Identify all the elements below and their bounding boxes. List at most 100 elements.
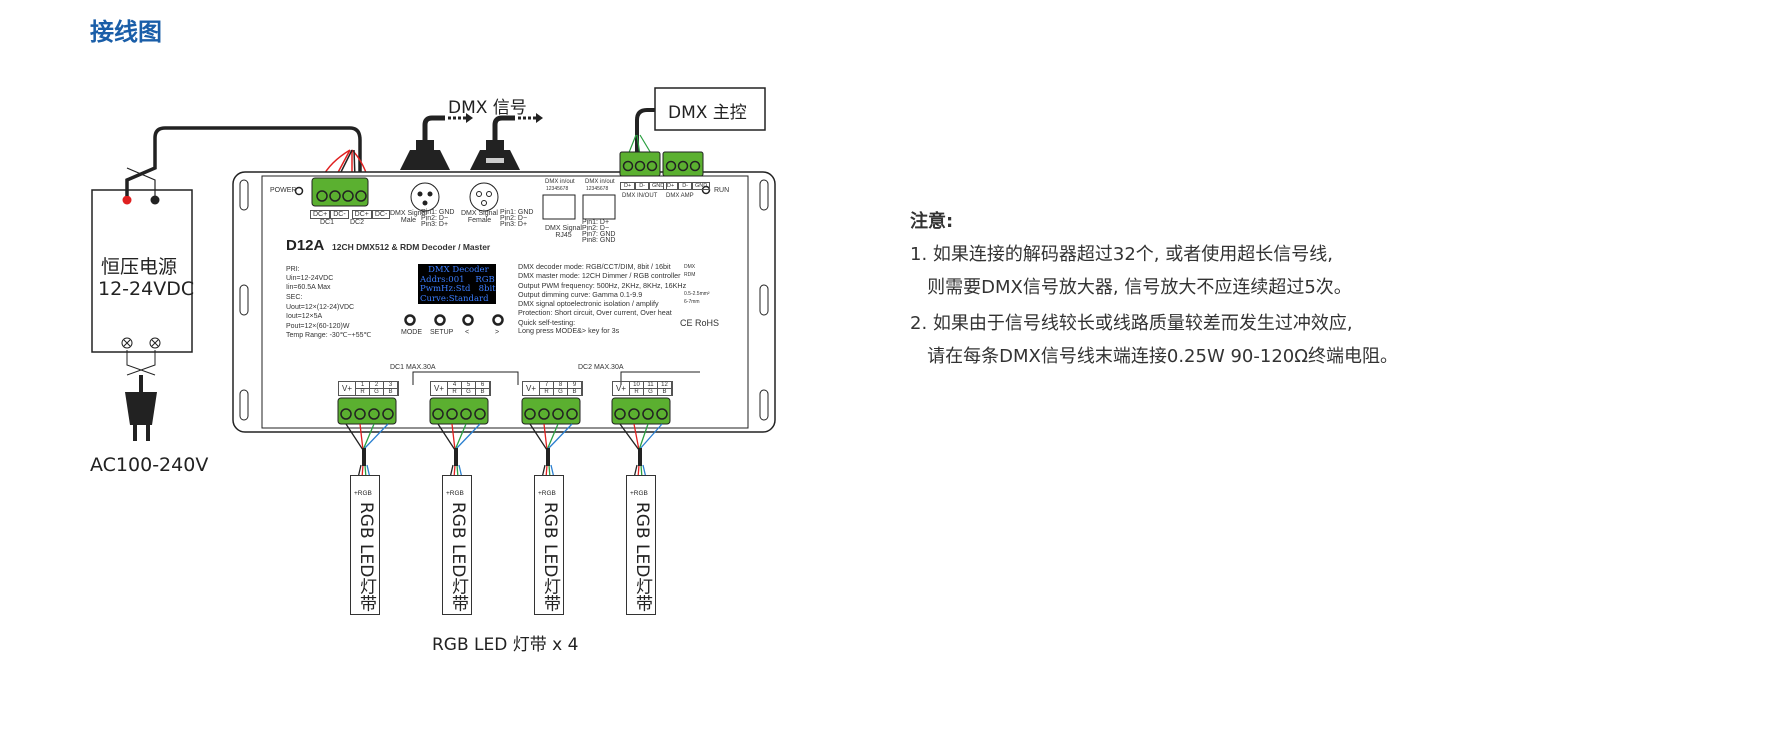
note-line: 则需要DMX信号放大器, 信号放大不应连续超过5次。: [910, 277, 1352, 298]
right-button[interactable]: >: [495, 329, 500, 336]
channel-color: R: [630, 388, 644, 395]
feature: DMX decoder mode: RGB/CCT/DIM, 8bit / 16…: [518, 262, 671, 271]
screw-icon: [474, 408, 486, 420]
mode-button[interactable]: MODE: [401, 329, 422, 336]
rj45-label: DMX in/out: [585, 179, 615, 185]
negative-terminal-icon: [150, 195, 160, 205]
vplus-label: V+: [523, 382, 541, 395]
left-button[interactable]: <: [465, 329, 470, 336]
plug-icon: [125, 392, 157, 441]
screw-icon: [368, 408, 380, 420]
wire-spec-icon: 0.5-2.5mm² 6-7mm: [684, 291, 710, 305]
channel-number: 12: [661, 382, 668, 388]
feature: Protection: Short circuit, Over current,…: [518, 308, 672, 318]
strip-polarity: +RGB: [630, 490, 648, 497]
xlr-male-pins: Pin1: GND Pin2: D− Pin3: D+: [421, 209, 455, 228]
channel-color: R: [356, 388, 370, 395]
oled-line: DMX Decoder: [420, 265, 489, 275]
xlr-female-label: DMX Signal Female: [461, 210, 498, 224]
oled-line: PwmHz:Std 8bit: [420, 284, 496, 295]
oled-line: Curve:Standard: [420, 293, 489, 304]
setup-button[interactable]: SETUP: [430, 329, 454, 336]
screw-icon: [566, 408, 578, 420]
screw-icon: [432, 408, 444, 420]
channel-color: G: [370, 388, 384, 395]
channel-number: 2: [374, 382, 379, 388]
rj45-port-icon: [582, 194, 616, 220]
screw-icon: [628, 408, 640, 420]
dmx-in-out-label: DMX IN/OUT: [622, 193, 658, 199]
device-subtitle: 12CH DMX512 & RDM Decoder / Master: [332, 242, 491, 252]
screw-icon: [340, 408, 352, 420]
screw-icon: [538, 408, 550, 420]
screw-icon: [552, 408, 564, 420]
dmx-master-label: DMX 主控: [668, 103, 747, 123]
vplus-label: V+: [431, 382, 449, 395]
channel-color: B: [568, 388, 582, 395]
xlr-female-pins: Pin1: GND Pin2: D− Pin3: D+: [500, 209, 534, 228]
notes-heading: 注意:: [910, 211, 954, 232]
run-led-icon: [701, 185, 711, 195]
pri-specs: PRI: Uin=12-24VDC Iin=60.5A Max: [286, 266, 334, 291]
channel-number: 7: [544, 382, 549, 388]
output-terminal: [337, 397, 397, 425]
channel-color: B: [658, 388, 672, 395]
screw-icon: [656, 408, 668, 420]
feature: DMX signal optoelectronic isolation / am…: [518, 299, 659, 309]
dc-term: DC-: [371, 210, 391, 219]
self-test-note: Quick self-testing: Long press MODE&> ke…: [518, 318, 620, 335]
rj45-pin-numbers: 12345678: [586, 186, 609, 192]
rdm-icon: DMX RDM: [684, 264, 696, 278]
channel-number: 4: [452, 382, 457, 388]
term: D-: [678, 182, 692, 190]
run-label: RUN: [714, 187, 730, 194]
dc-term: DC+: [351, 210, 372, 219]
dmx-in-out-terminal: [619, 151, 661, 177]
device-model: D12A: [286, 237, 325, 254]
power-supply-voltage: 12-24VDC: [98, 278, 195, 300]
note-line: 请在每条DMX信号线末端连接0.25W 90-120Ω终端电阻。: [910, 346, 1398, 367]
channel-color: G: [554, 388, 568, 395]
positive-terminal-icon: [122, 195, 132, 205]
dc-term: DC+: [310, 210, 331, 219]
feature-list: DMX decoder mode: RGB/CCT/DIM, 8bit / 16…: [518, 262, 686, 318]
sec-specs: SEC: Uout=12×(12-24)VDC Iout=12×5A Pout=…: [286, 294, 372, 339]
output-terminal: [611, 397, 671, 425]
term: GND: [649, 182, 668, 190]
rgb-led-strip: +RGB RGB LED灯带: [350, 475, 380, 615]
screw-icon: [446, 408, 458, 420]
dc-term: DC-: [330, 210, 349, 219]
rgb-led-strip: +RGB RGB LED灯带: [442, 475, 472, 615]
note-line: 1. 如果连接的解码器超过32个, 或者使用超长信号线,: [910, 244, 1333, 265]
power-supply-box: [91, 189, 193, 353]
dmx-in-out-term-labels: D+D-GND: [620, 182, 668, 190]
strip-label: RGB LED灯带: [356, 502, 376, 612]
dc2-label: DC2: [350, 219, 365, 226]
screw-icon: [460, 408, 472, 420]
channel-number: 11: [647, 382, 654, 388]
channel-color: R: [540, 388, 554, 395]
dc1-label: DC1: [320, 219, 335, 226]
output-terminal: [521, 397, 581, 425]
dmx-master-box: [654, 87, 766, 131]
output-terminal: [429, 397, 489, 425]
page-title: 接线图: [90, 18, 162, 46]
dmx-amp-terminal: [662, 151, 704, 177]
strip-polarity: +RGB: [446, 490, 464, 497]
power-led-icon: [294, 186, 304, 196]
rj45-port-icon: [542, 194, 576, 220]
screw-icon: [149, 337, 161, 349]
channel-number: 9: [572, 382, 577, 388]
strip-label: RGB LED灯带: [448, 502, 468, 612]
dc-input-terminal: [311, 177, 369, 207]
strip-label: RGB LED灯带: [540, 502, 560, 612]
strip-polarity: +RGB: [354, 490, 372, 497]
cert-marks: CE RoHS: [680, 318, 720, 328]
channel-color: R: [448, 388, 462, 395]
rj45-signal-label: DMX Signal RJ45: [545, 225, 582, 239]
